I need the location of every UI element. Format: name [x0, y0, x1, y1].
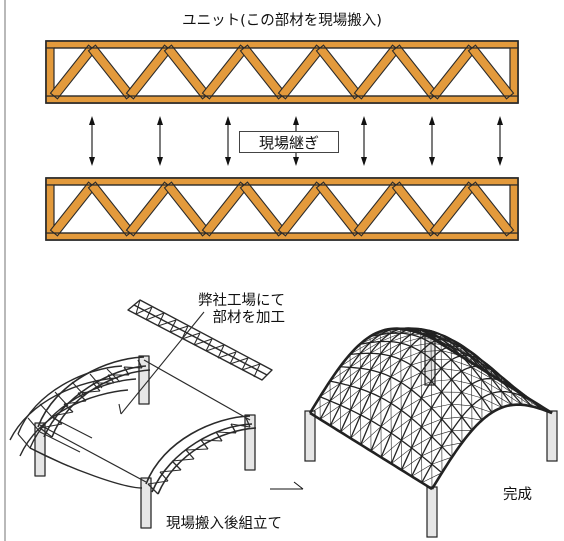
plan-frame: [39, 359, 251, 483]
assembly-illustration: [9, 299, 273, 529]
end-post: [509, 184, 519, 234]
down-arrow-icon: [157, 116, 163, 166]
truss-diagonal: [277, 44, 325, 100]
down-arrow-icon: [497, 116, 503, 166]
bottom-chord: [45, 95, 519, 104]
lower-truss-unit: [45, 177, 519, 241]
upper-truss-unit: [45, 40, 519, 104]
end-post: [45, 47, 55, 97]
truss-diagonal: [201, 181, 249, 237]
factory-note-line1: 弊社工場にて: [198, 293, 285, 309]
floating-roof-panel: [127, 299, 273, 381]
top-chord: [45, 40, 519, 49]
dome-column: [426, 486, 438, 538]
down-arrow-icon: [429, 116, 435, 166]
dome-column: [304, 410, 316, 462]
truss-diagonal: [49, 181, 97, 237]
truss-diagonal: [125, 44, 173, 100]
truss-diagonal: [277, 181, 325, 237]
installed-roof-strip: [9, 365, 143, 489]
complete-label: 完成: [503, 487, 532, 503]
unit-title: ユニット(この部材を現場搬入): [182, 13, 382, 29]
assembly-note: 現場搬入後組立て: [166, 516, 282, 532]
top-chord: [45, 177, 519, 186]
truss-diagonal: [429, 181, 477, 237]
dome-column: [546, 410, 558, 462]
truss-diagonal: [49, 44, 97, 100]
factory-note-line2: 部材を加工: [212, 309, 286, 326]
down-arrow-icon: [225, 116, 231, 166]
site-joint-label: 現場継ぎ: [239, 131, 339, 153]
truss-diagonal: [429, 44, 477, 100]
truss-diagonal: [467, 181, 515, 237]
dome-edge-beam: [429, 335, 553, 415]
dome-edge-beam: [430, 403, 553, 490]
end-post: [509, 47, 519, 97]
site-joint-arrows: [89, 116, 503, 166]
down-arrow-icon: [361, 116, 367, 166]
truss-diagonal: [353, 44, 401, 100]
right-arrow-icon: [270, 481, 304, 490]
truss-diagonal: [353, 181, 401, 237]
truss-diagonal: [467, 44, 515, 100]
truss-diagonal: [201, 44, 249, 100]
end-post: [45, 184, 55, 234]
factory-note: 弊社工場にて 部材を加工: [198, 293, 285, 326]
support-columns: [34, 355, 256, 529]
note-leader-line: [120, 311, 205, 415]
dome-edge-beam: [309, 411, 433, 491]
down-arrow-icon: [89, 116, 95, 166]
completed-dome: [304, 327, 558, 538]
bottom-chord: [45, 232, 519, 241]
left-border-line: [4, 0, 6, 541]
truss-diagonal: [125, 181, 173, 237]
right-arch-truss: [145, 415, 257, 495]
dome-edge-beam: [308, 327, 431, 414]
